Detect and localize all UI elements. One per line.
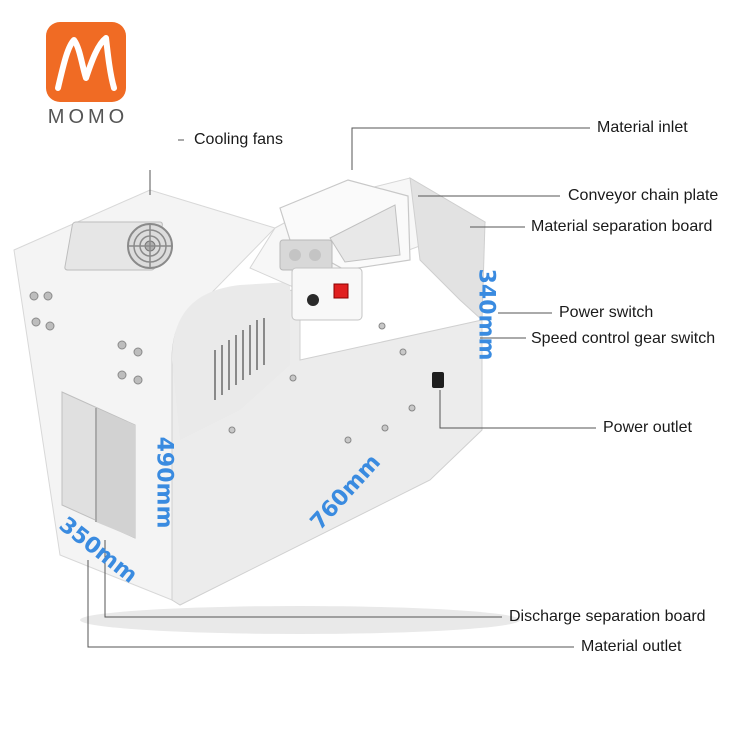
label-discharge-separation-board: Discharge separation board <box>509 608 706 625</box>
label-material-separation-board: Material separation board <box>531 218 713 235</box>
label-conveyor-chain-plate: Conveyor chain plate <box>568 187 719 204</box>
label-cooling-fans: Cooling fans <box>194 131 283 148</box>
label-power-switch: Power switch <box>559 304 654 321</box>
logo-mark <box>46 22 126 102</box>
dimension-height: 490mm <box>151 436 177 529</box>
label-material-inlet: Material inlet <box>597 119 688 136</box>
label-speed-control: Speed control gear switch <box>531 330 716 347</box>
logo-m-icon <box>55 35 117 91</box>
label-power-outlet: Power outlet <box>603 419 692 436</box>
dimension-depth-top: 340mm <box>473 268 499 361</box>
logo-text: MOMO <box>47 106 129 128</box>
label-material-outlet: Material outlet <box>581 638 682 655</box>
